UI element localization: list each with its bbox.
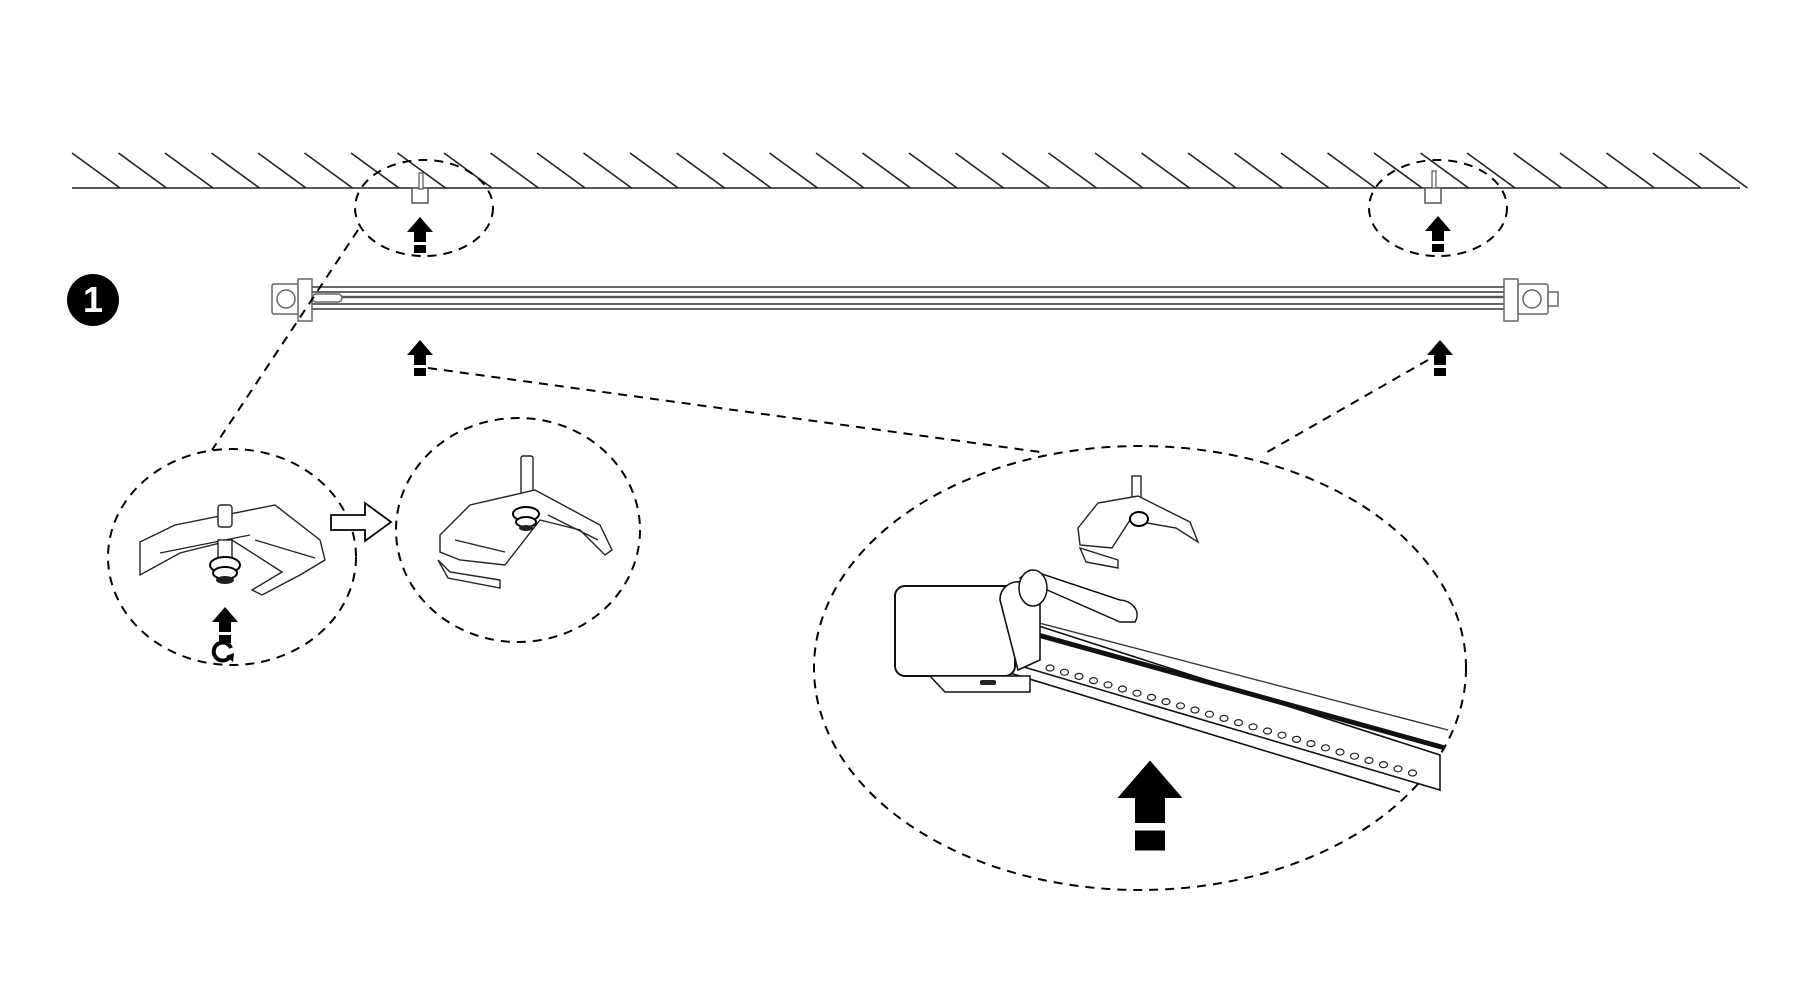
right-outline-arrow-icon <box>330 501 393 543</box>
led-dot <box>1277 731 1287 739</box>
hatch-line <box>1048 152 1097 189</box>
hatch-line <box>1606 152 1655 189</box>
up-arrow-icon <box>407 217 433 253</box>
end-cap-left <box>271 278 343 322</box>
led-dots <box>1045 664 1418 777</box>
hatch-line <box>118 152 167 189</box>
end-cap <box>894 585 1016 677</box>
up-arrow-icon <box>1427 340 1453 376</box>
hatch-line <box>490 152 539 189</box>
hatch-line <box>257 152 307 189</box>
led-dot <box>1335 748 1345 756</box>
led-dot <box>1378 760 1389 769</box>
ceiling-surface <box>71 152 1748 189</box>
up-arrow-icon <box>407 340 433 376</box>
led-dot <box>1190 706 1200 714</box>
hatch-line <box>211 152 260 189</box>
hatch-line <box>583 152 632 189</box>
led-dot <box>1117 685 1128 693</box>
up-arrow-icon <box>212 607 238 643</box>
led-dot <box>1407 769 1418 777</box>
led-dot <box>1088 676 1099 685</box>
screw-washer <box>1129 511 1149 527</box>
fixture-closeup <box>894 569 1449 793</box>
step-number-badge: 1 <box>67 274 119 326</box>
connector <box>1018 569 1138 623</box>
hatch-line <box>1420 152 1469 189</box>
ceiling-clip-callout-left <box>354 159 494 257</box>
hatch-line <box>397 152 446 189</box>
led-dot <box>1233 718 1244 727</box>
led-dot <box>1219 714 1229 723</box>
led-dot <box>1146 693 1157 702</box>
leader-lines <box>211 229 1429 456</box>
hatch-line <box>1373 152 1423 189</box>
detail-clip-assembled <box>395 417 641 643</box>
led-dot <box>1161 697 1171 706</box>
rotate-icon <box>211 640 234 663</box>
hatch-line <box>1699 152 1748 189</box>
led-dot <box>1364 756 1374 765</box>
ceiling-clip-icon <box>1424 170 1442 204</box>
end-cap-right <box>1503 278 1559 322</box>
ceiling-clip-icon <box>411 172 429 204</box>
linear-fixture <box>271 278 1559 322</box>
led-dot <box>1291 735 1302 744</box>
hatch-line <box>1234 152 1283 189</box>
hatch-line <box>1559 152 1609 189</box>
mounting-clip-drawing <box>139 504 326 596</box>
detail-fixture-snap <box>813 445 1467 891</box>
screw-washer <box>512 506 540 531</box>
hatch-line <box>1001 152 1051 189</box>
led-dot <box>1132 689 1142 697</box>
hatch-line <box>908 152 958 189</box>
hatch-line <box>769 152 818 189</box>
hatch-line <box>955 152 1004 189</box>
led-dot <box>1045 664 1055 672</box>
ceiling-hatch <box>71 152 1748 189</box>
hatch-line <box>536 152 586 189</box>
hatch-line <box>629 152 679 189</box>
hatch-line <box>1466 152 1516 189</box>
hatch-line <box>722 152 772 189</box>
hatch-line <box>1141 152 1190 189</box>
led-dot <box>1103 681 1113 689</box>
mounting-clip-drawing <box>1077 475 1200 569</box>
up-arrow-icon <box>1117 760 1183 851</box>
hatch-line <box>71 152 121 189</box>
hatch-line <box>350 152 400 189</box>
led-dot <box>1204 710 1215 718</box>
hatch-line <box>1327 152 1376 189</box>
hatch-line <box>1513 152 1562 189</box>
hatch-line <box>1280 152 1330 189</box>
led-dot <box>1248 723 1258 731</box>
led-dot <box>1306 739 1316 748</box>
hatch-line <box>164 152 214 189</box>
hatch-line <box>676 152 725 189</box>
led-dot <box>1074 672 1084 681</box>
hatch-line <box>1652 152 1702 189</box>
up-arrow-icon <box>1425 216 1451 252</box>
hatch-line <box>304 152 353 189</box>
led-dot <box>1262 727 1273 735</box>
led-dot <box>1393 765 1403 773</box>
led-dot <box>1349 752 1360 760</box>
hatch-line <box>862 152 911 189</box>
led-dot <box>1175 702 1186 710</box>
hatch-line <box>1187 152 1237 189</box>
led-dot <box>1320 744 1331 752</box>
led-dot <box>1059 668 1070 676</box>
hatch-line <box>815 152 865 189</box>
ceiling-clip-callout-right <box>1368 159 1508 257</box>
hatch-line <box>1094 152 1144 189</box>
detail-screw-insert <box>107 448 357 666</box>
screw-washer <box>209 556 241 584</box>
